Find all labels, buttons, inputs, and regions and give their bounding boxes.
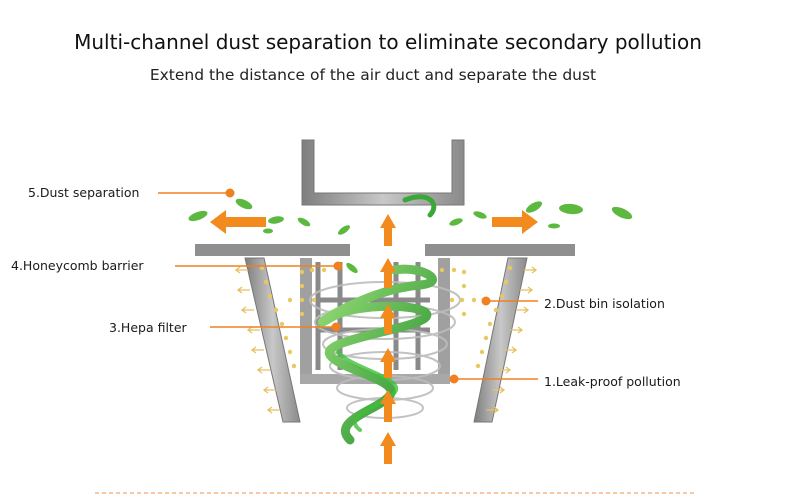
label-dust-bin-isolation: 2.Dust bin isolation (544, 296, 665, 311)
diagram-subtitle: Extend the distance of the air duct and … (149, 66, 597, 84)
label-honeycomb-barrier: 4.Honeycomb barrier (11, 258, 144, 273)
air-duct (301, 139, 465, 206)
dust-bin-dots (259, 265, 513, 369)
diagram-title: Multi-channel dust separation to elimina… (74, 30, 702, 54)
upward-arrows (380, 214, 396, 464)
label-hepa-filter: 3.Hepa filter (109, 320, 187, 335)
top-plates (195, 244, 575, 256)
label-dust-separation: 5.Dust separation (28, 185, 140, 200)
green-dust-swirl (317, 194, 438, 445)
side-arrows (234, 266, 538, 414)
label-leak-proof-pollution: 1.Leak-proof pollution (544, 374, 681, 389)
callout-lines (158, 188, 538, 384)
outlet-arrows (210, 210, 538, 234)
leaves (188, 198, 633, 274)
